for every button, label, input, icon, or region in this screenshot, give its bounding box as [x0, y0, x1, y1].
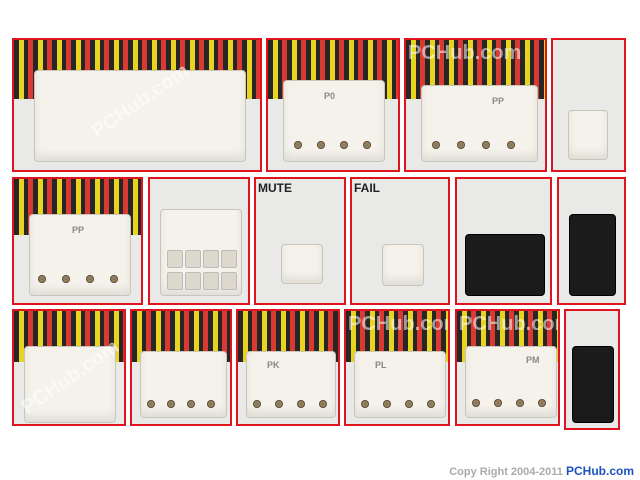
- copyright-footer: Copy Right 2004-2011 PCHub.com: [449, 464, 634, 478]
- connector-body: [465, 234, 545, 296]
- connector-body: [569, 214, 616, 296]
- connector-body: PP: [421, 85, 538, 162]
- brand-link[interactable]: PCHub.com: [565, 464, 634, 478]
- connector-label: PM: [526, 355, 540, 365]
- connector-body: [24, 346, 116, 423]
- connector-photo-pk: PK: [236, 309, 340, 426]
- connector-label: PP: [492, 96, 505, 106]
- connector-photo-pp-2: PP: [12, 177, 143, 305]
- connector-photo-mute: MUTE: [254, 177, 346, 305]
- connector-label: P0: [324, 91, 336, 101]
- connector-photo-p0: P0: [266, 38, 400, 172]
- connector-body: PM: [465, 346, 557, 418]
- connector-photo-fail: FAIL: [350, 177, 450, 305]
- connector-photo-8pin: [148, 177, 250, 305]
- connector-body: PP: [29, 214, 131, 296]
- connector-body: P0: [283, 80, 385, 162]
- connector-photo-black-4pin-2: [564, 309, 620, 430]
- connector-body: [568, 110, 608, 160]
- connector-body: PK: [246, 351, 336, 418]
- connector-body: [140, 351, 227, 418]
- connector-body: PL: [354, 351, 446, 418]
- connector-photo-black-fan: [455, 177, 552, 305]
- connector-body: [34, 70, 246, 162]
- connector-photo-molex: [130, 309, 232, 426]
- connector-body: [281, 244, 323, 284]
- connector-body: [572, 346, 614, 423]
- connector-photo-pm: PM PCHub.com: [455, 309, 560, 426]
- connector-label: PK: [267, 360, 280, 370]
- connector-photo-2pin-small: [551, 38, 626, 172]
- connector-photo-14pin: PCHub.com: [12, 309, 126, 426]
- connector-body: [160, 209, 242, 296]
- connector-photo-pp: PP PCHub.com: [404, 38, 547, 172]
- copyright-text: Copy Right 2004-2011: [449, 466, 563, 478]
- connector-label: PL: [375, 360, 387, 370]
- connector-body: [382, 244, 424, 286]
- connector-photo-black-4pin: [557, 177, 626, 305]
- cable-tag-label: FAIL: [354, 181, 380, 195]
- connector-label: PP: [72, 225, 85, 235]
- cable-tag-label: MUTE: [258, 181, 292, 195]
- connector-photo-24pin: PCHub.com: [12, 38, 262, 172]
- connector-photo-pl: PL PCHub.com: [344, 309, 450, 426]
